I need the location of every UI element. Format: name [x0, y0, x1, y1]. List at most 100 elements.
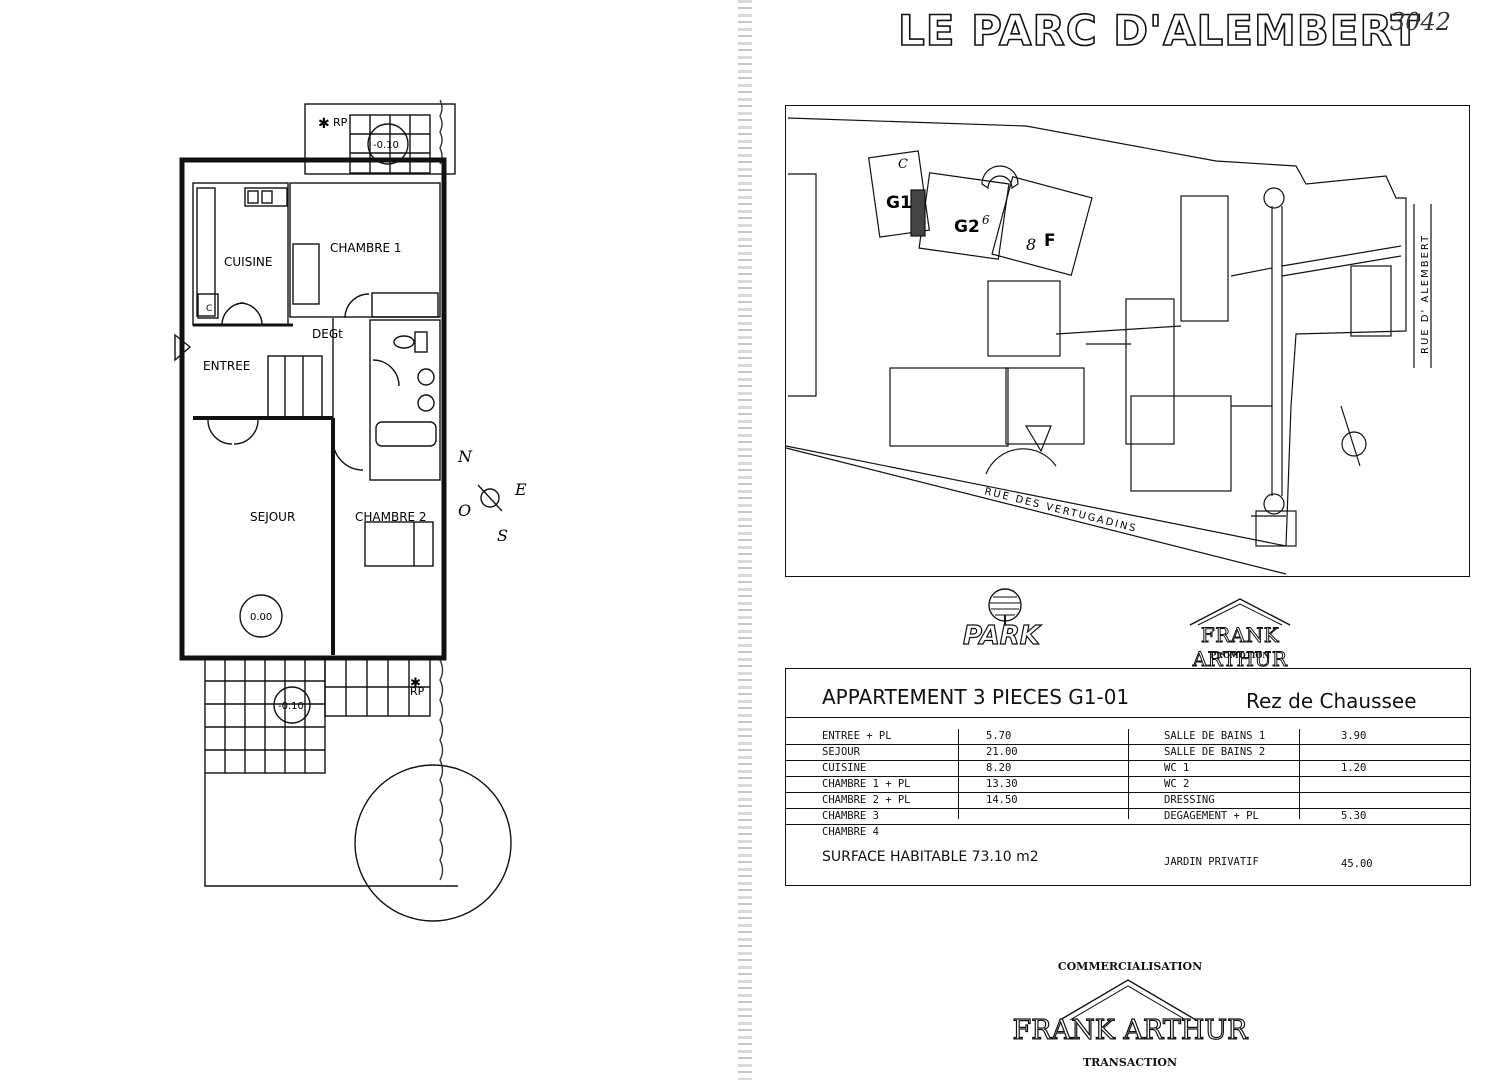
street-alembert: RUE D' ALEMBERT	[1420, 234, 1431, 354]
row-label-right: SALLE DE BAINS 1	[1164, 730, 1266, 742]
street-vertugadins: RUE DES VERTUGADINS	[983, 486, 1138, 535]
surface-habitable: SURFACE HABITABLE 73.10 m2	[822, 849, 1039, 865]
room-chambre-1: CHAMBRE 1	[330, 241, 402, 255]
row-value-left: 8.20	[986, 762, 1012, 774]
note-f: 8	[1026, 235, 1036, 254]
bed-chambre-1	[292, 243, 320, 305]
floor-plan: CUISINE CHAMBRE 1 DEGt ENTREE SEJOUR CHA…	[174, 99, 527, 922]
placard-entree	[267, 355, 323, 419]
entrance-arrow	[174, 333, 192, 362]
rear-hedge	[439, 99, 443, 165]
table-rows: ENTREE + PL 5.70 SALLE DE BAINS 1 3.90 SEJO…	[786, 729, 1470, 840]
level-terrace: -0.10	[278, 701, 304, 712]
row-value-right: 3.90	[1341, 730, 1367, 742]
row-label-left: CHAMBRE 4	[822, 826, 879, 838]
compass-n: N	[457, 447, 473, 466]
row-value-left: 21.00	[986, 746, 1018, 758]
row-label-right: DEGAGEMENT + PL	[1164, 810, 1259, 822]
park-logo-text: PARK	[962, 620, 1040, 651]
label-g2: G2	[954, 217, 980, 237]
page-gutter	[738, 0, 752, 1080]
handwritten-ref: 3042	[1390, 8, 1452, 36]
svg-text:✱: ✱	[410, 676, 421, 691]
apartment-outline	[179, 157, 447, 661]
building-f	[991, 176, 1093, 276]
level-rear: -0.10	[373, 140, 399, 151]
room-entree: ENTREE	[203, 359, 250, 373]
room-chambre-2: CHAMBRE 2	[355, 510, 427, 524]
room-cuisine: CUISINE	[224, 255, 272, 269]
note-g2: 6	[982, 213, 990, 227]
label-g1: G1	[886, 193, 912, 213]
site-compass-icon	[1341, 431, 1367, 457]
row-label-left: SEJOUR	[822, 746, 860, 758]
level-circle-terrace	[273, 686, 311, 724]
kitchen-counter	[244, 187, 288, 207]
page-title: LE PARC D'ALEMBERT	[897, 5, 1421, 56]
level-sejour: 0.00	[250, 612, 272, 623]
compass-s: S	[497, 526, 508, 545]
surface-table: APPARTEMENT 3 PIECES G1-01 Rez de Chauss…	[785, 668, 1471, 886]
rp-mark-rear: RP	[333, 116, 348, 129]
bathtub-icon	[375, 421, 437, 447]
wardrobe-chambre-1	[371, 292, 439, 318]
tree-canopy	[354, 764, 512, 922]
row-value-left: 5.70	[986, 730, 1012, 742]
site-boundary	[785, 117, 1407, 547]
commercial-logo: COMMERCIALISATION FRANK ARTHUR TRANSACTI…	[1000, 960, 1260, 1075]
sink-1-icon	[417, 368, 435, 386]
commercial-name: FRANK ARTHUR	[1012, 1014, 1248, 1046]
row-label-left: CHAMBRE 2 + PL	[822, 794, 911, 806]
label-f: F	[1044, 231, 1056, 251]
commercial-top: COMMERCIALISATION	[1057, 960, 1203, 973]
row-label-left: ENTREE + PL	[822, 730, 892, 742]
compass-icon	[480, 488, 500, 508]
wc-icon	[393, 335, 415, 349]
row-label-right: DRESSING	[1164, 794, 1215, 806]
commercial-sub: TRANSACTION	[1082, 1056, 1178, 1069]
row-label-right: WC 2	[1164, 778, 1190, 790]
roundabout-top	[1263, 187, 1285, 209]
rp-mark-front: RP	[410, 685, 425, 698]
compass-o: O	[458, 501, 471, 520]
site-plan: G1 G2 F C 6 8 RUE DES VERTUGADINS RUE D'…	[785, 105, 1470, 577]
roundabout-bottom	[1263, 493, 1285, 515]
row-value-left: 13.30	[986, 778, 1018, 790]
apartment-level: Rez de Chaussee	[1246, 689, 1417, 713]
table-row: ENTREE + PL 5.70 SALLE DE BAINS 1 3.90	[786, 729, 1470, 745]
cooktop-mark: C	[206, 304, 212, 314]
rear-terrace	[304, 103, 456, 175]
row-value-left: 14.50	[986, 794, 1018, 806]
level-circle-rear	[367, 123, 409, 165]
jardin-value: 45.00	[1341, 858, 1373, 870]
garden-hedge	[439, 659, 444, 881]
apartment-title: APPARTEMENT 3 PIECES G1-01	[822, 685, 1130, 709]
table-row: CHAMBRE 2 + PL 14.50 DRESSING	[786, 793, 1470, 809]
table-row: CHAMBRE 1 + PL 13.30 WC 2	[786, 777, 1470, 793]
table-row: SEJOUR 21.00 SALLE DE BAINS 2	[786, 745, 1470, 761]
row-label-left: CHAMBRE 1 + PL	[822, 778, 911, 790]
bed-chambre-2	[364, 521, 434, 567]
promoter-logo: FRANK ARTHUR PROMOTION	[1150, 597, 1330, 672]
svg-text:✱: ✱	[318, 116, 330, 132]
row-label-left: CUISINE	[822, 762, 867, 774]
building-g2	[918, 172, 1010, 260]
building-center	[987, 280, 1061, 357]
level-circle-sejour	[239, 594, 283, 638]
garden-outline	[204, 773, 458, 887]
compass-e: E	[514, 480, 527, 499]
table-header: APPARTEMENT 3 PIECES G1-01 Rez de Chauss…	[786, 669, 1470, 718]
row-value-right: 5.30	[1341, 810, 1367, 822]
promoter-sub: PROMOTION	[1210, 650, 1270, 660]
sink-2-icon	[417, 394, 435, 412]
table-row: CHAMBRE 4	[786, 825, 1470, 840]
room-degt: DEGt	[312, 327, 343, 341]
room-sejour: SEJOUR	[250, 510, 295, 524]
jardin-label: JARDIN PRIVATIF	[1164, 856, 1259, 868]
note-g1: C	[898, 157, 908, 172]
row-label-right: WC 1	[1164, 762, 1190, 774]
park-logo: PARK	[955, 585, 1055, 655]
row-label-right: SALLE DE BAINS 2	[1164, 746, 1266, 758]
